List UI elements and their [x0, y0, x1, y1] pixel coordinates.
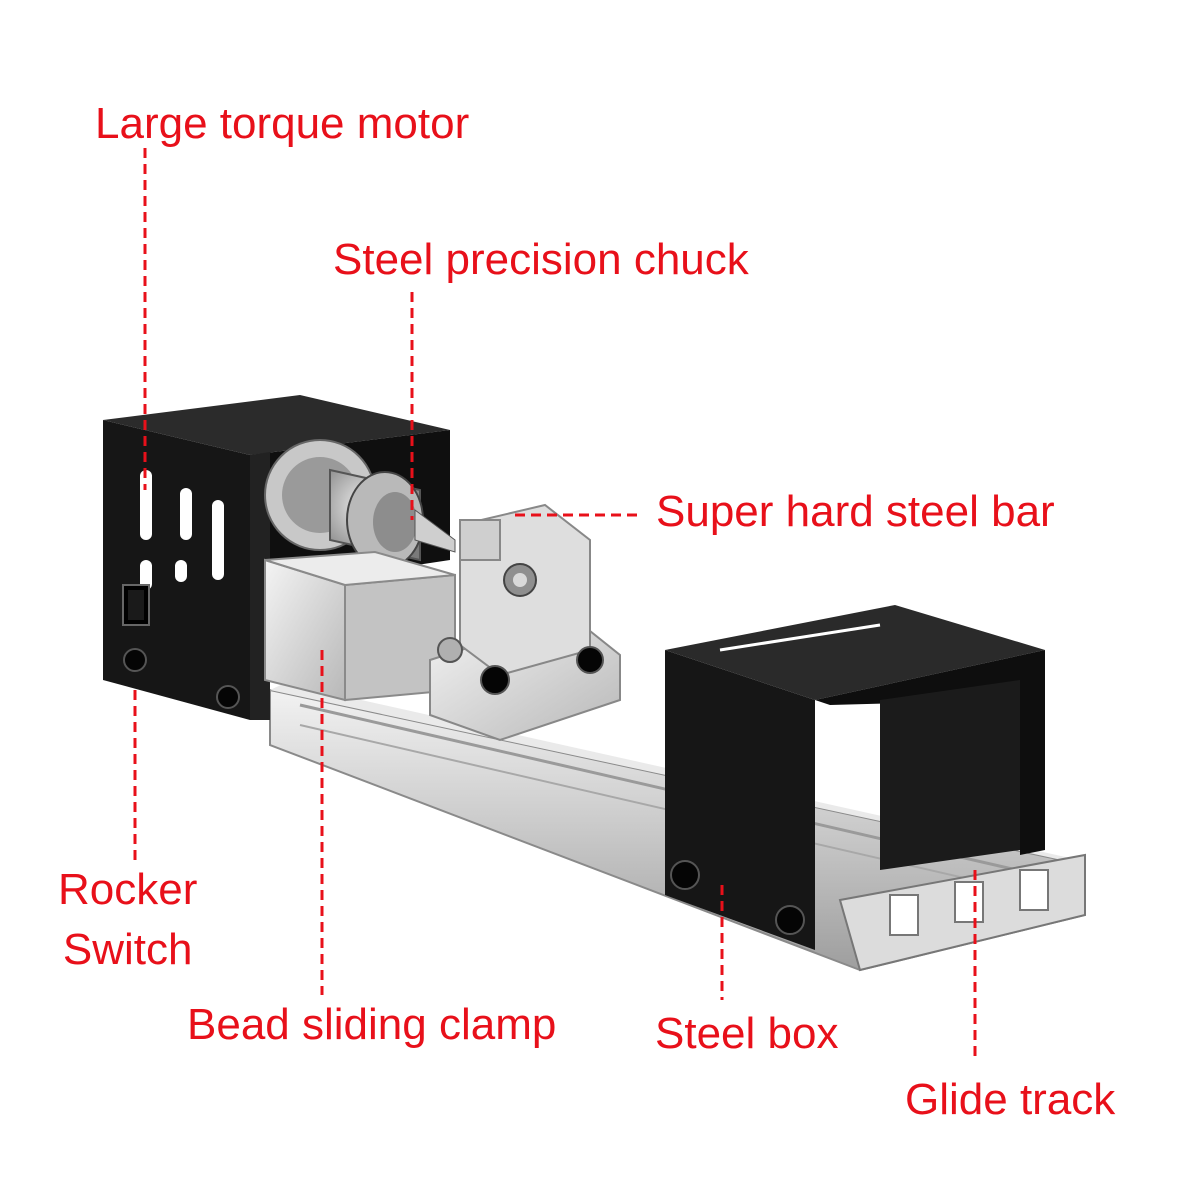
- steel-box-right: [665, 605, 1045, 950]
- label-super-hard-steel-bar: Super hard steel bar: [656, 487, 1055, 536]
- label-large-torque-motor: Large torque motor: [95, 99, 470, 148]
- label-steel-box: Steel box: [655, 1009, 839, 1058]
- label-steel-precision-chuck: Steel precision chuck: [333, 235, 749, 284]
- label-bead-sliding-clamp: Bead sliding clamp: [187, 1000, 557, 1049]
- label-rocker-switch-line2: Switch: [62, 925, 193, 974]
- leader-lines: [133, 148, 977, 1060]
- rocker-switch: [122, 584, 150, 626]
- label-rocker-switch: Rocker Switch: [58, 860, 197, 980]
- tool-rest: [429, 503, 621, 742]
- label-rocker-switch-line1: Rocker: [58, 865, 198, 914]
- label-glide-track: Glide track: [905, 1075, 1116, 1124]
- bead-sliding-clamp: [264, 550, 456, 702]
- motor-and-chuck: [264, 439, 456, 569]
